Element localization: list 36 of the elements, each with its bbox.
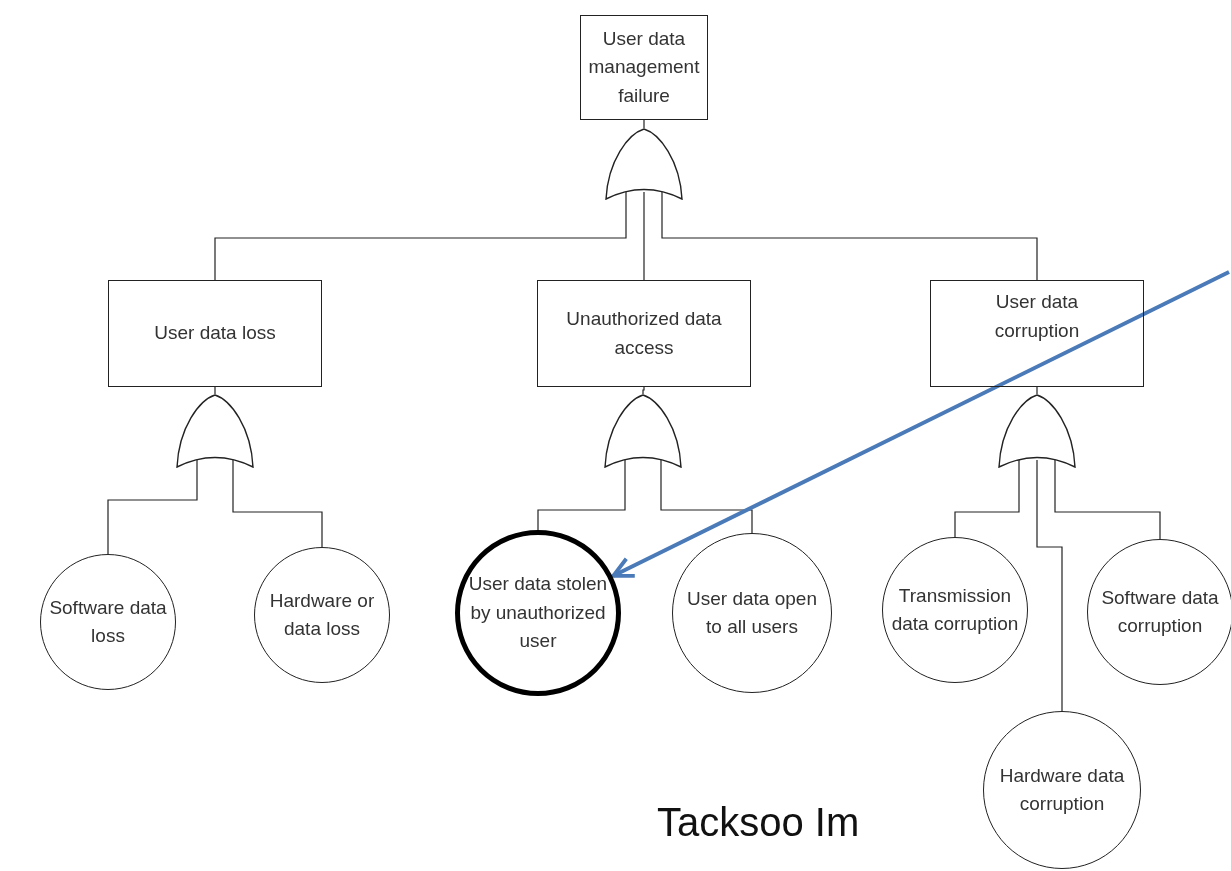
event-label: Software data corruption bbox=[1100, 585, 1220, 638]
or-gate bbox=[604, 394, 682, 468]
event-label: User data management failure bbox=[587, 26, 701, 108]
event-box bbox=[108, 280, 322, 387]
event-box bbox=[537, 280, 751, 387]
connector-line bbox=[643, 119, 645, 129]
connector-line bbox=[1054, 459, 1161, 540]
connector-line bbox=[661, 191, 1038, 281]
arrow bbox=[611, 270, 1230, 578]
connector-line bbox=[537, 459, 626, 531]
basic-event-circle bbox=[455, 530, 621, 696]
event-label: Hardware or data loss bbox=[268, 588, 376, 641]
connector-line bbox=[643, 191, 645, 281]
event-box bbox=[930, 280, 1144, 387]
or-gate bbox=[605, 128, 683, 200]
event-box bbox=[580, 15, 708, 120]
author-name: Tacksoo Im bbox=[657, 800, 860, 845]
event-label: Unauthorized data access bbox=[565, 307, 723, 360]
event-label: User data loss bbox=[154, 321, 276, 346]
connector-line bbox=[107, 459, 198, 555]
connector-line bbox=[1036, 386, 1038, 395]
connector-line bbox=[660, 459, 753, 534]
or-gate bbox=[176, 394, 254, 468]
connector-line bbox=[214, 191, 627, 281]
or-gate bbox=[998, 394, 1076, 468]
event-label: Hardware data corruption bbox=[998, 763, 1126, 816]
connector-line bbox=[232, 459, 323, 548]
connector-line bbox=[1036, 459, 1063, 712]
event-label: Software data loss bbox=[48, 595, 168, 648]
event-label: User data stolen by unauthorized user bbox=[467, 572, 609, 654]
event-label: User data open to all users bbox=[686, 586, 818, 639]
connector-line bbox=[214, 386, 216, 395]
connector-line bbox=[642, 386, 645, 395]
connector-line bbox=[954, 459, 1020, 538]
event-label: Transmission data corruption bbox=[890, 583, 1020, 636]
event-label: User data corruption bbox=[993, 290, 1081, 343]
